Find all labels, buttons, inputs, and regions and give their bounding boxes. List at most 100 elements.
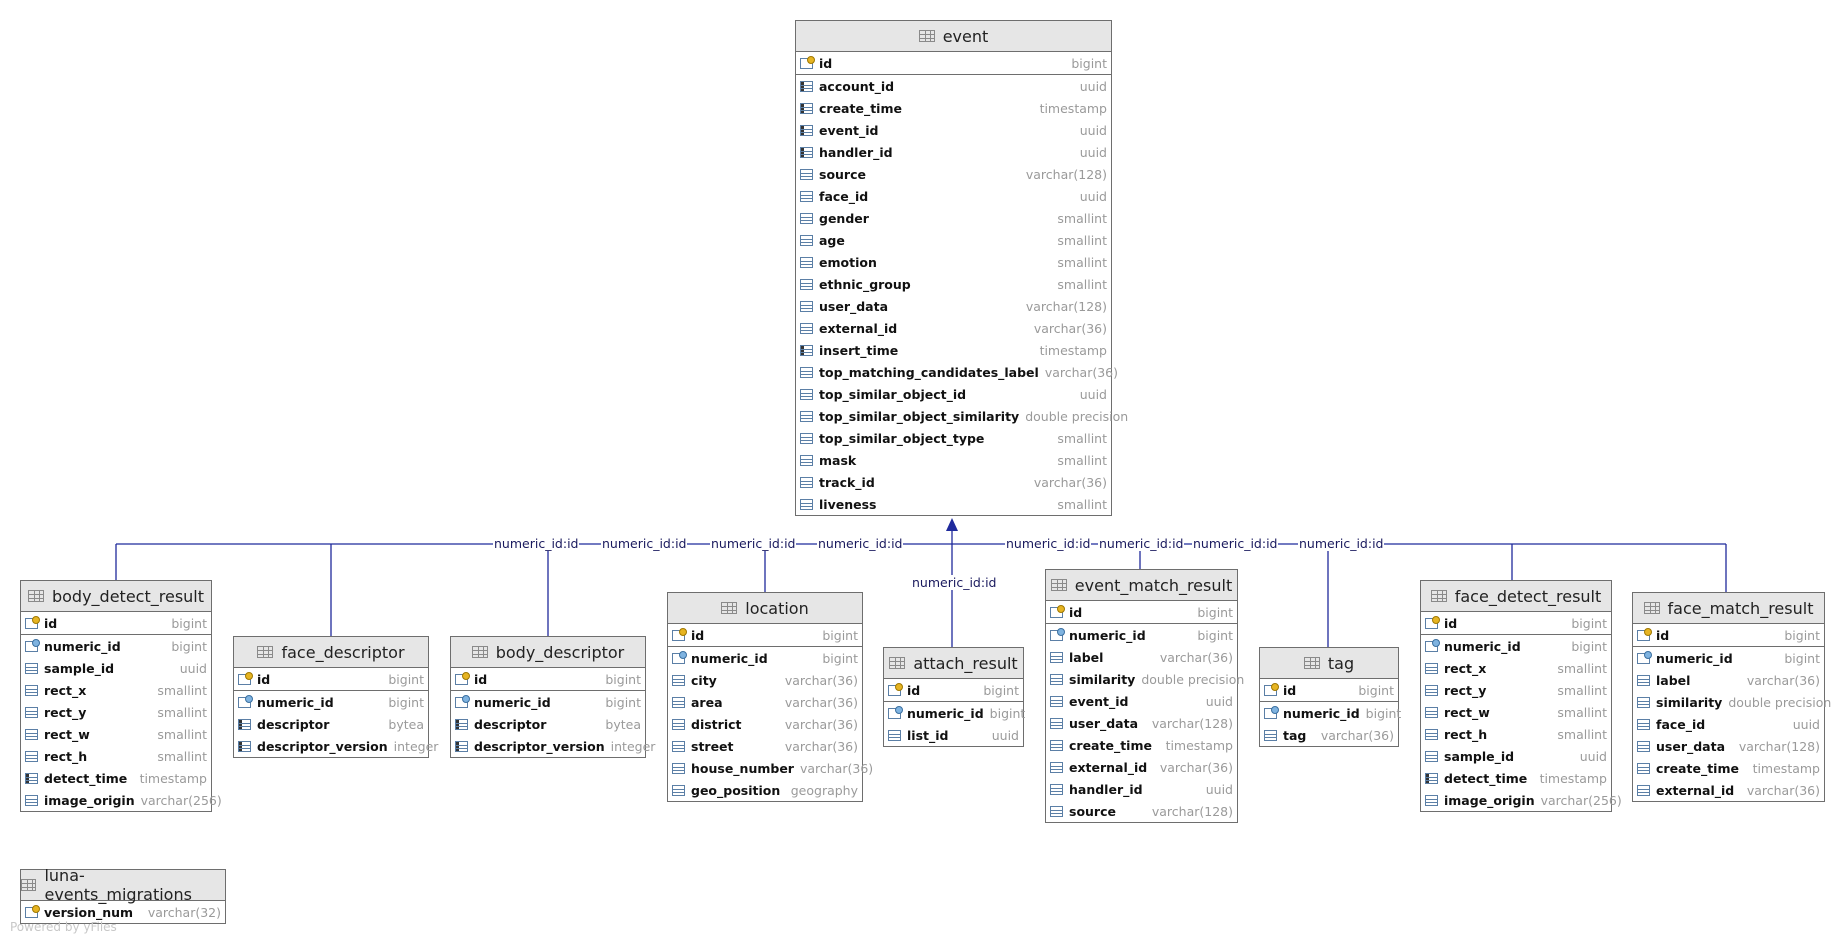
table-header[interactable]: event_match_result: [1046, 570, 1237, 601]
table-header[interactable]: attach_result: [884, 648, 1023, 679]
table-header[interactable]: face_detect_result: [1421, 581, 1611, 612]
table-header[interactable]: location: [668, 593, 862, 624]
table-header[interactable]: luna-events_migrations: [21, 866, 225, 904]
table-header[interactable]: body_detect_result: [21, 581, 211, 612]
table-header[interactable]: face_match_result: [1633, 593, 1824, 624]
table-header[interactable]: face_descriptor: [234, 637, 428, 668]
table-header[interactable]: body_descriptor: [451, 637, 645, 668]
table-header[interactable]: tag: [1260, 648, 1398, 679]
table-header[interactable]: event: [796, 21, 1111, 52]
